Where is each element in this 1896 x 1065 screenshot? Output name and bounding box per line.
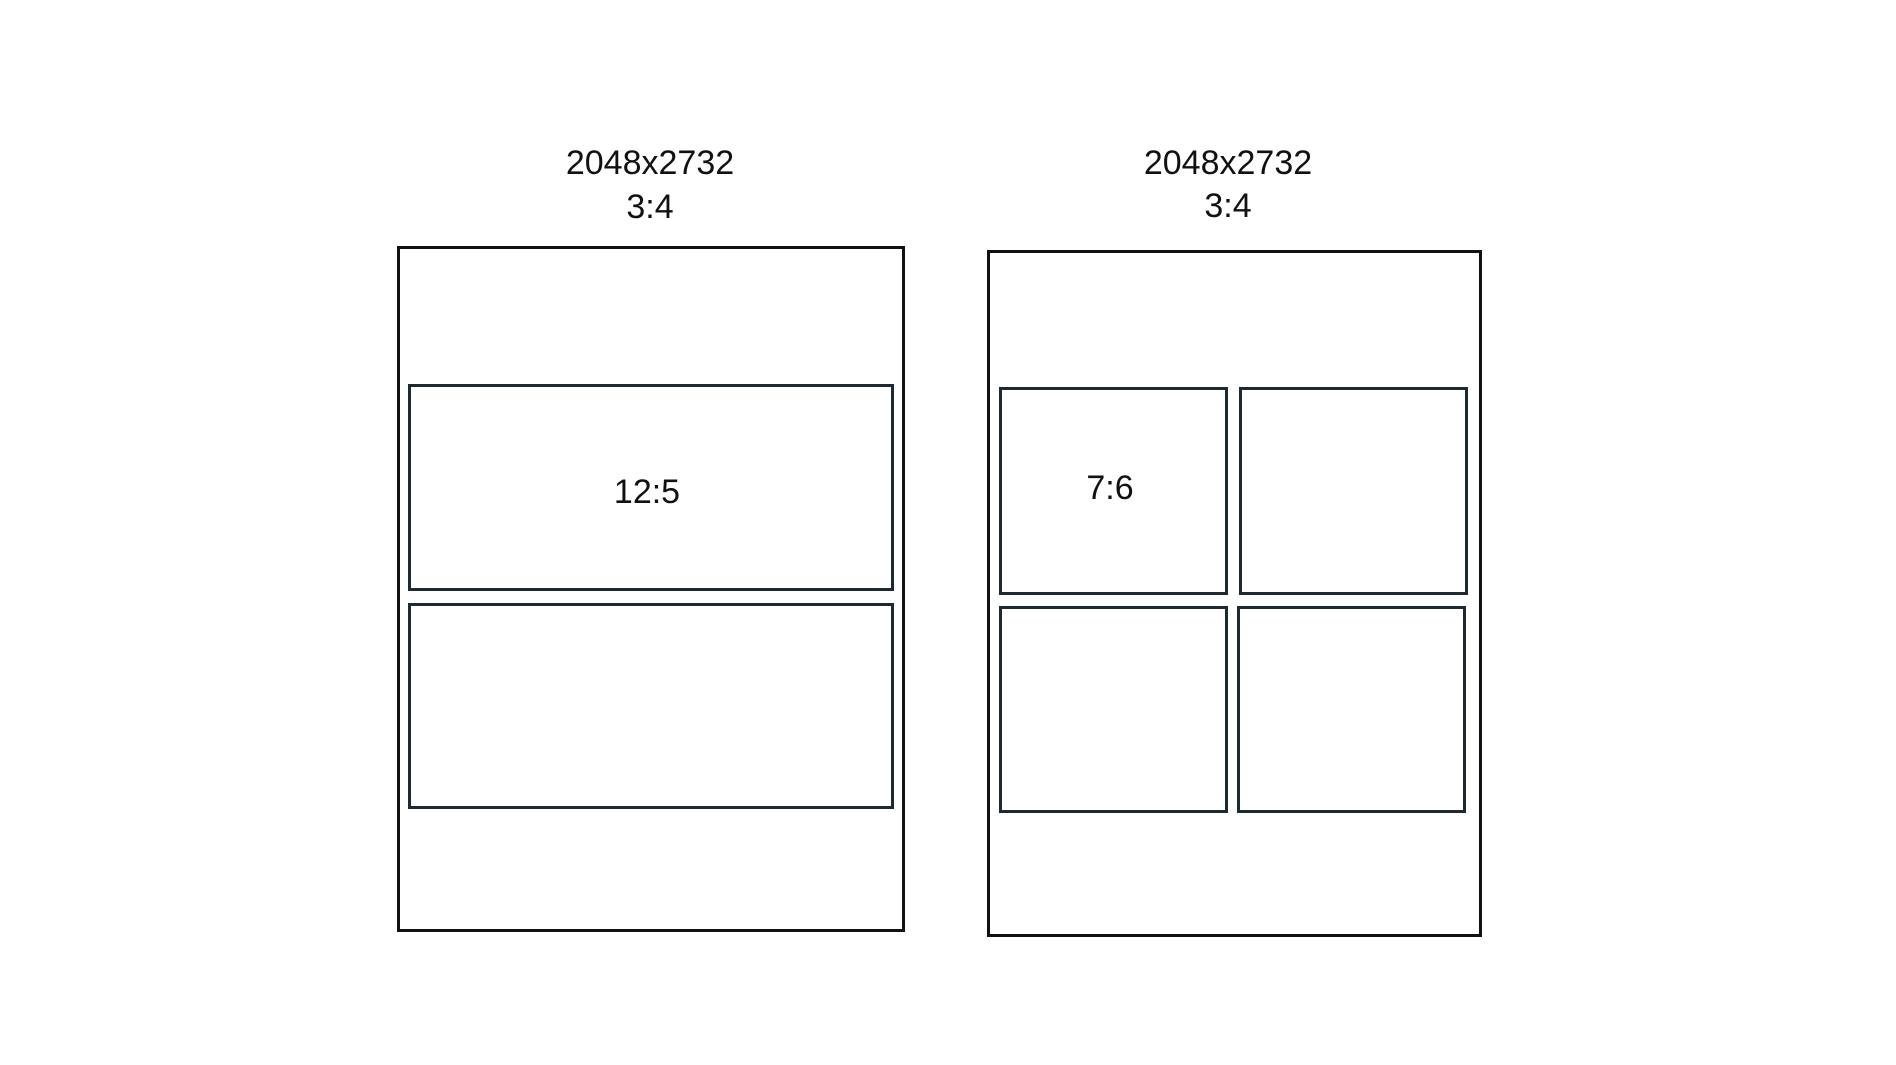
right-panel-top-left [999,387,1228,595]
left-panel-bottom [408,603,894,809]
left-device-ratio: 3:4 [626,188,674,226]
right-panel-bottom-left [999,606,1228,813]
right-panel-top-right [1239,387,1468,595]
left-panel-top-label: 12:5 [613,473,681,511]
left-device-resolution: 2048x2732 [565,144,735,182]
left-panel-top [408,384,894,591]
right-panel-top-left-label: 7:6 [1086,469,1134,507]
right-device-ratio: 3:4 [1204,187,1252,225]
right-device-resolution: 2048x2732 [1143,144,1313,182]
right-panel-bottom-right [1237,606,1466,813]
